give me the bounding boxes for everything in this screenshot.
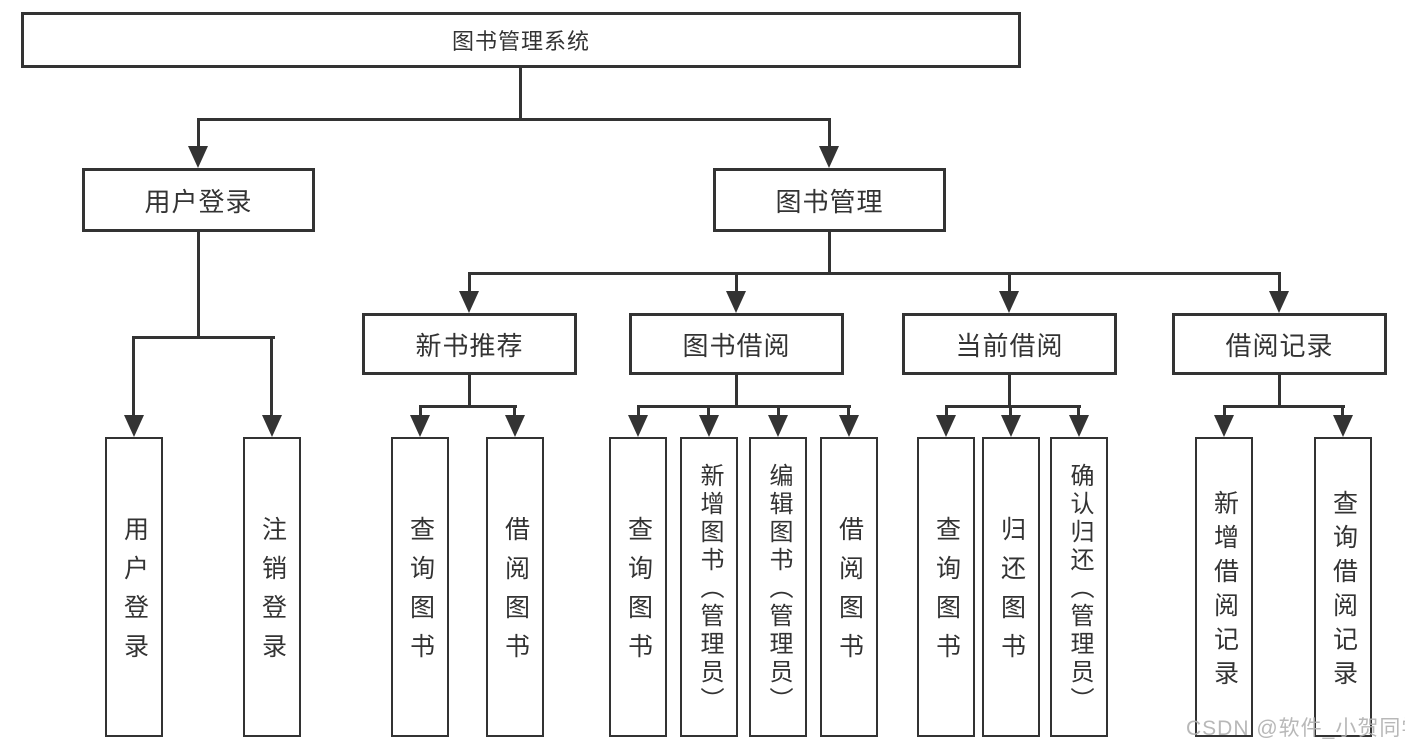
arrow-down-icon <box>628 415 648 437</box>
edge-current-stem <box>1008 375 1011 408</box>
edge-stem-leaf <box>1223 405 1226 419</box>
node-leaf-bb-edit-books-admin: 编辑图书（管理员） <box>749 437 807 737</box>
edge-stem-current <box>1008 272 1011 294</box>
node-leaf-label: 归还图书 <box>997 516 1026 672</box>
edge-bookmgmt-stem <box>828 232 831 275</box>
arrow-down-icon <box>999 291 1019 313</box>
arrow-down-icon <box>1333 415 1353 437</box>
node-leaf-label: 借阅图书 <box>835 516 864 672</box>
arrow-down-icon <box>188 146 208 168</box>
node-current-borrow: 当前借阅 <box>902 313 1117 375</box>
edge-stem-leaf <box>1341 405 1344 419</box>
arrow-down-icon <box>262 415 282 437</box>
node-root: 图书管理系统 <box>21 12 1021 68</box>
node-leaf-bb-query-books: 查询图书 <box>609 437 667 737</box>
edge-stem-borrow <box>735 272 738 294</box>
node-root-label: 图书管理系统 <box>451 29 590 54</box>
edge-stem-newbook <box>468 272 471 294</box>
edge-login-rail <box>133 336 275 339</box>
arrow-down-icon <box>726 291 746 313</box>
edge-current-rail <box>945 405 1081 408</box>
edge-stem-leaf <box>1077 405 1080 419</box>
arrow-down-icon <box>1001 415 1021 437</box>
csdn-watermark: CSDN @软件_小贺同学 <box>1186 717 1405 740</box>
edge-login-stem <box>197 232 200 338</box>
node-leaf-label: 查询图书 <box>932 516 961 672</box>
arrow-down-icon <box>1069 415 1089 437</box>
edge-stem-leaf <box>707 405 710 419</box>
arrow-down-icon <box>505 415 525 437</box>
edge-level2-rail <box>197 118 831 121</box>
node-book-borrow: 图书借阅 <box>629 313 844 375</box>
arrow-down-icon <box>1269 291 1289 313</box>
node-leaf-logout: 注销登录 <box>243 437 301 737</box>
node-leaf-label: 用户登录 <box>120 516 149 672</box>
node-user-login-branch: 用户登录 <box>82 168 315 232</box>
arrow-down-icon <box>410 415 430 437</box>
arrow-down-icon <box>936 415 956 437</box>
arrow-down-icon <box>124 415 144 437</box>
arrow-down-icon <box>459 291 479 313</box>
node-new-book-rec: 新书推荐 <box>362 313 577 375</box>
edge-stem-leaf <box>132 336 135 419</box>
edge-level3-rail <box>468 272 1281 275</box>
node-leaf-rec-query-books: 查询图书 <box>391 437 449 737</box>
arrow-down-icon <box>768 415 788 437</box>
node-leaf-bb-add-books-admin: 新增图书（管理员） <box>680 437 738 737</box>
edge-stem-leaf <box>637 405 640 419</box>
edge-stem-leaf <box>945 405 948 419</box>
edge-newbook-rail <box>419 405 517 408</box>
node-book-borrow-label: 图书借阅 <box>682 330 791 361</box>
node-new-book-rec-label: 新书推荐 <box>415 330 524 361</box>
node-leaf-label: 查询借阅记录 <box>1329 489 1358 694</box>
node-leaf-rec-borrow-books: 借阅图书 <box>486 437 544 737</box>
node-leaf-label: 查询图书 <box>624 516 653 672</box>
edge-records-stem <box>1278 375 1281 408</box>
node-book-mgmt-branch: 图书管理 <box>713 168 946 232</box>
node-leaf-user-login: 用户登录 <box>105 437 163 737</box>
edge-stem-bookmgmt <box>828 118 831 150</box>
node-leaf-label: 新增图书（管理员） <box>696 463 723 715</box>
node-user-login-label: 用户登录 <box>144 186 253 217</box>
edge-stem-leaf <box>419 405 422 419</box>
edge-stem-leaf <box>513 405 516 419</box>
node-borrow-records: 借阅记录 <box>1172 313 1387 375</box>
edge-borrow-stem <box>735 375 738 408</box>
edge-stem-leaf <box>847 405 850 419</box>
node-leaf-cb-query-books: 查询图书 <box>917 437 975 737</box>
edge-newbook-stem <box>468 375 471 408</box>
edge-stem-login <box>197 118 200 150</box>
node-leaf-label: 编辑图书（管理员） <box>765 463 792 715</box>
arrow-down-icon <box>699 415 719 437</box>
node-leaf-label: 新增借阅记录 <box>1210 489 1239 694</box>
edge-stem-records <box>1278 272 1281 294</box>
node-leaf-label: 确认归还（管理员） <box>1066 463 1093 715</box>
node-leaf-br-add-record: 新增借阅记录 <box>1195 437 1253 737</box>
arrow-down-icon <box>819 146 839 168</box>
edge-stem-leaf <box>270 336 273 419</box>
node-leaf-cb-return-books: 归还图书 <box>982 437 1040 737</box>
arrow-down-icon <box>1214 415 1234 437</box>
edge-root-stem <box>519 68 522 120</box>
arrow-down-icon <box>839 415 859 437</box>
edge-borrow-rail <box>637 405 851 408</box>
node-current-borrow-label: 当前借阅 <box>955 330 1064 361</box>
node-borrow-records-label: 借阅记录 <box>1225 330 1334 361</box>
node-leaf-label: 查询图书 <box>406 516 435 672</box>
edge-stem-leaf <box>777 405 780 419</box>
node-leaf-label: 借阅图书 <box>501 516 530 672</box>
node-leaf-br-query-record: 查询借阅记录 <box>1314 437 1372 737</box>
node-leaf-cb-confirm-return-admin: 确认归还（管理员） <box>1050 437 1108 737</box>
node-leaf-bb-borrow-books: 借阅图书 <box>820 437 878 737</box>
node-book-mgmt-label: 图书管理 <box>775 186 884 217</box>
node-leaf-label: 注销登录 <box>258 516 287 672</box>
edge-stem-leaf <box>1009 405 1012 419</box>
edge-records-rail <box>1223 405 1345 408</box>
